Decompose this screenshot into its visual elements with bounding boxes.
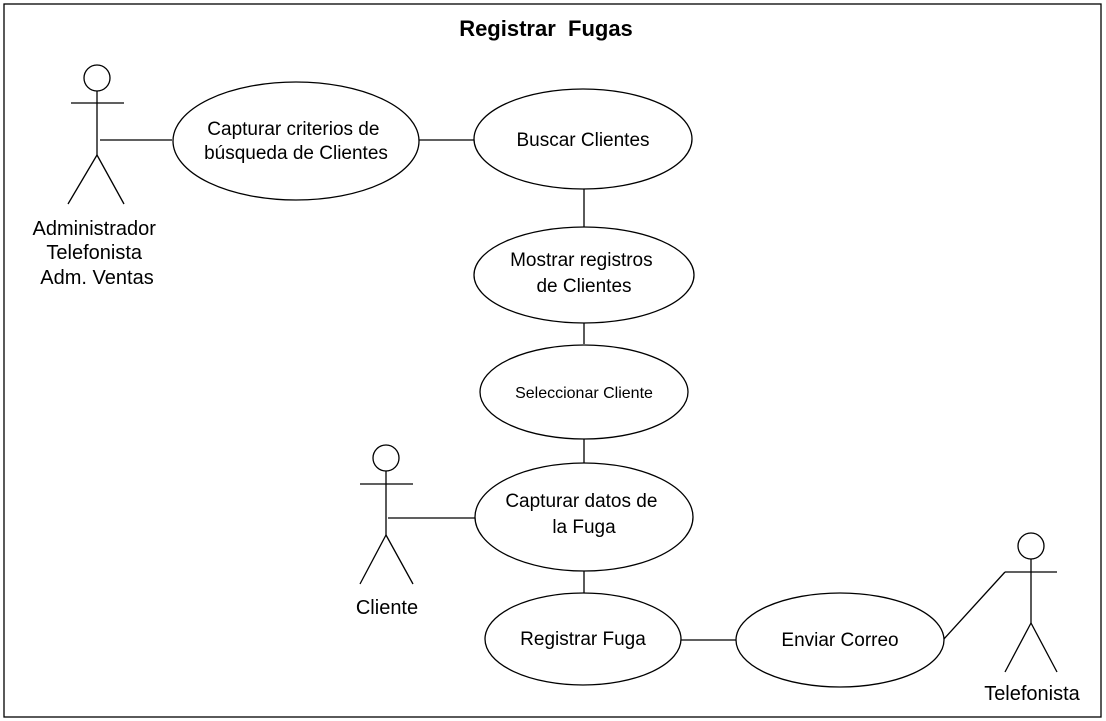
use-case-capturar-datos: Capturar datos de la Fuga bbox=[474, 462, 694, 572]
actor-label-line: Adm. Ventas bbox=[40, 267, 153, 289]
stick-figure-icon bbox=[1004, 532, 1058, 673]
stick-figure-icon bbox=[67, 64, 125, 205]
use-case-mostrar-registros: Mostrar registros de Clientes bbox=[473, 226, 695, 324]
link-enviar-telefonista bbox=[942, 571, 1006, 641]
use-case-ellipse bbox=[484, 592, 682, 686]
use-case-label-line: Capturar datos de bbox=[505, 491, 657, 512]
actor-admin: Administrador Telefonista Adm. Ventas bbox=[33, 64, 162, 289]
associations bbox=[100, 139, 1006, 641]
use-case-seleccionar-cliente: Seleccionar Cliente bbox=[479, 344, 689, 440]
actor-telefonista: Telefonista bbox=[984, 532, 1081, 705]
diagram-title: Registrar Fugas bbox=[459, 16, 633, 41]
actor-label-line: Administrador bbox=[33, 218, 157, 240]
use-case-ellipse bbox=[735, 592, 945, 688]
use-case-label: Capturar criterios de búsqueda de Client… bbox=[204, 119, 388, 164]
use-case-label-line: búsqueda de Clientes bbox=[204, 143, 388, 164]
use-case-label-line: Mostrar registros bbox=[510, 250, 653, 271]
use-case-label: Seleccionar Cliente bbox=[515, 385, 653, 402]
actor-label: Telefonista bbox=[984, 683, 1080, 705]
actor-label: Cliente bbox=[356, 597, 418, 619]
actor-label: Administrador Telefonista Adm. Ventas bbox=[33, 218, 162, 289]
use-case-label: Mostrar registros de Clientes bbox=[510, 250, 658, 297]
use-case-ellipse bbox=[479, 344, 689, 440]
use-case-capturar-criterios: Capturar criterios de búsqueda de Client… bbox=[172, 81, 420, 201]
use-case-enviar-correo: Enviar Correo bbox=[735, 592, 945, 688]
actor-cliente: Cliente bbox=[356, 444, 418, 619]
use-case-label-line: de Clientes bbox=[536, 276, 631, 297]
use-case-ellipse bbox=[473, 226, 695, 324]
diagram-frame bbox=[3, 3, 1102, 718]
use-case-label: Registrar Fuga bbox=[520, 629, 646, 650]
use-case-label: Capturar datos de la Fuga bbox=[505, 491, 662, 538]
use-case-ellipse bbox=[474, 462, 694, 572]
actor-label-line: Telefonista bbox=[46, 242, 142, 264]
use-case-ellipse bbox=[172, 81, 420, 201]
use-case-label: Enviar Correo bbox=[781, 630, 898, 651]
stick-figure-icon bbox=[359, 444, 414, 585]
use-case-label: Buscar Clientes bbox=[516, 130, 649, 151]
use-case-label-line: Capturar criterios de bbox=[207, 119, 379, 140]
use-case-ellipse bbox=[473, 88, 693, 190]
use-case-registrar-fuga: Registrar Fuga bbox=[484, 592, 682, 686]
use-case-buscar-clientes: Buscar Clientes bbox=[473, 88, 693, 190]
use-case-label-line: la Fuga bbox=[552, 517, 616, 538]
